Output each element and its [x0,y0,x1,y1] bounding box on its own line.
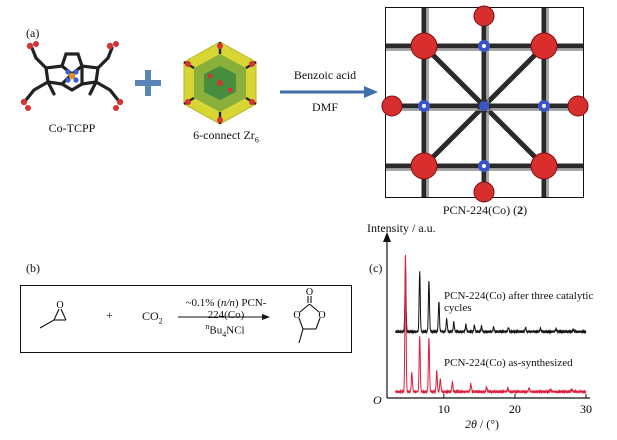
reaction-arrow-b-icon [178,314,270,320]
series-top-label: PCN-224(Co) after three catalytic cycles [444,290,594,314]
y-axis-label: Intensity / a.u. [367,221,436,235]
reaction-scheme-box [20,285,352,353]
cocatalyst-end: NCl [226,324,245,337]
series-line-after-cycles [395,267,587,335]
pcn-224-label-text: PCN-224(Co) ( [442,203,518,217]
catalyst-condition-nn: n/n [220,297,235,309]
cocatalyst-condition: nBu4NCl [190,322,260,339]
svg-text:O: O [293,310,300,321]
zr6-cluster-structure [183,41,257,125]
svg-text:O: O [318,310,325,321]
series-line-as-synthesized [395,254,587,395]
reaction-arrow-icon [280,86,378,98]
svg-text:O: O [56,300,63,311]
co2-label: CO2 [142,309,163,325]
x-axis-label: 2θ / (°) [465,417,499,432]
catalyst-condition-b: ) PCN-224(Co) [207,297,267,321]
cocatalyst-main: Bu [209,324,223,337]
origin-label: O [373,393,382,407]
co-tcpp-label: Co-TCPP [48,121,96,135]
pcn-224-label: PCN-224(Co) (2) [420,203,550,218]
panel-c-label: (c) [369,261,383,275]
catalyst-condition: ~0.1% (n/n) PCN-224(Co) [174,297,278,321]
pcn-224-label-end: ) [523,203,528,217]
series-bottom-label: PCN-224(Co) as-synthesized [444,357,573,369]
x-axis-label-theta: 2θ [465,417,477,431]
zr6-label: 6-connect Zr6 [186,128,266,144]
co-tcpp-structure [20,41,124,111]
cyclic-carbonate-structure: O O O [293,287,326,344]
reaction-plus: + [106,308,113,322]
svg-text:O: O [306,287,313,298]
zr6-label-subscript: 6 [254,135,259,145]
arrow-condition-top: Benzoic acid [293,68,357,82]
panel-b-label: (b) [26,261,40,275]
co2-subscript: 2 [158,316,163,326]
catalyst-condition-a: ~0.1% ( [185,297,221,309]
cocatalyst-sup: n [205,322,210,331]
y-axis-arrow-icon [383,232,391,242]
pcn-224-label-bold: 2 [517,203,524,217]
x-tick-label: 30 [580,402,592,416]
arrow-condition-bottom: DMF [311,100,338,114]
zr6-label-text: 6-connect Zr [193,128,255,142]
x-tick-label: 10 [438,402,450,416]
x-axis-label-unit: / (°) [476,417,500,431]
panel-a-label: (a) [26,26,40,40]
co2-text: CO [142,309,159,323]
pcn-224-framework-image [381,5,589,203]
plus-sign-icon [135,70,161,96]
x-tick-label: 20 [509,402,521,416]
cocatalyst-sub: 4 [222,329,227,339]
propylene-oxide-structure: O [39,300,67,329]
